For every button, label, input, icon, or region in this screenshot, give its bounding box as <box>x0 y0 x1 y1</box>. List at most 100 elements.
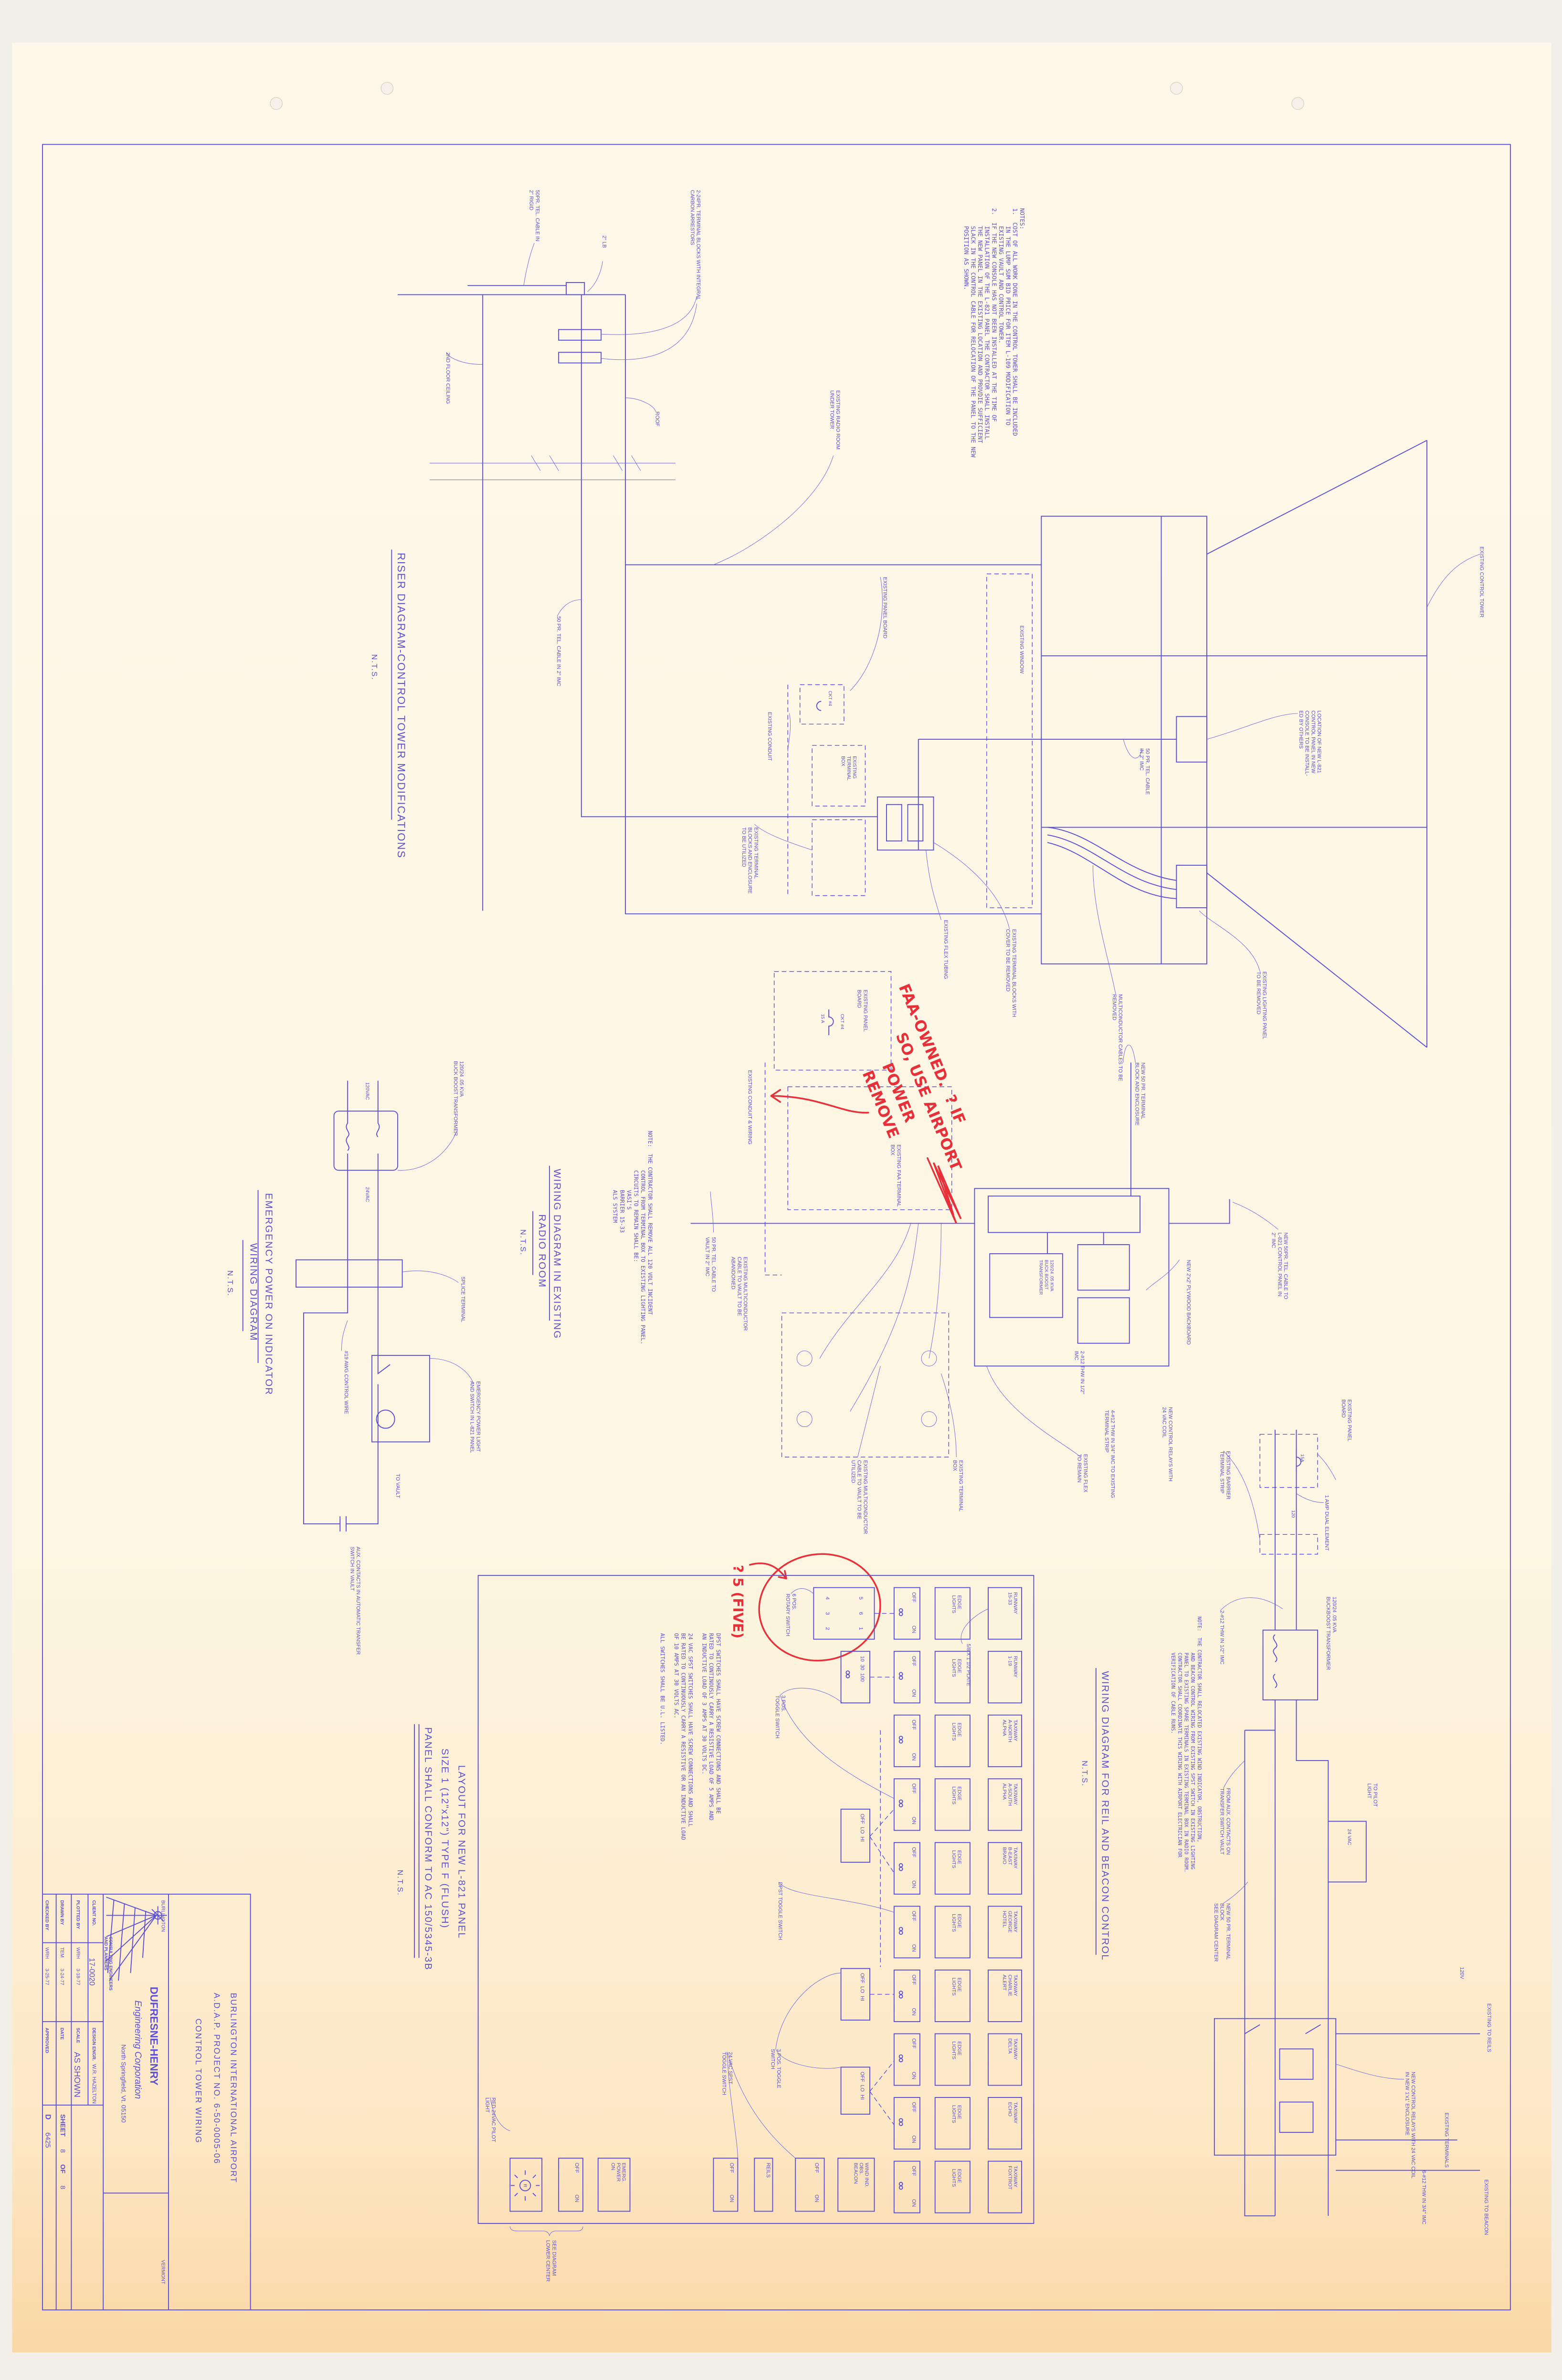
redline-arrow <box>770 1089 869 1114</box>
text-line: L-821 CONTROL PANEL IN <box>1277 1233 1282 1297</box>
label-control-tower: EXISTING CONTROL TOWER <box>1478 546 1484 618</box>
text-line: SWITCH IN VAULT <box>349 1547 355 1591</box>
switch-off-label: OFF <box>911 1783 917 1794</box>
text-line: RUNWAY <box>1013 1656 1018 1678</box>
text-line: IN NEW 1'x1' ENCLOSURE <box>1404 2072 1410 2136</box>
new-backboard <box>974 1188 1170 1367</box>
general-notes: NOTES:1. COST OF ALL WORK DONE IN THE CO… <box>963 208 1026 458</box>
text-line: EDGE <box>956 2041 961 2055</box>
plotted-by-label: PLOTTED BY <box>75 1900 81 1929</box>
text-line: CHARLIE <box>1007 1974 1013 1996</box>
emerg-power-switch[interactable]: OFF ON <box>558 2158 583 2212</box>
text-line: PANEL TO EXISTING SPARE TERMINALS IN EXI… <box>1183 1616 1189 1873</box>
state: VERMONT <box>160 2260 166 2284</box>
radio-room-subtitle: RADIO ROOM <box>537 1214 548 1288</box>
reils-label-plate: REILS <box>754 2158 773 2212</box>
area-label-plate: TAXIWAYECHO <box>988 2097 1022 2150</box>
edge-lights-label: EDGELIGHTS <box>951 1659 961 1677</box>
area-label-plate: RUNWAY1-19 <box>988 1651 1022 1704</box>
reils-switch[interactable]: OFF ON <box>713 2158 739 2212</box>
text-line: EDGE <box>956 2105 961 2119</box>
edge-lights-label: EDGELIGHTS <box>951 2169 961 2187</box>
firm-logo <box>106 1897 167 1981</box>
olh-switch[interactable]: OFF LO HI <box>840 1808 870 1863</box>
text-line: LIGHTS <box>951 1723 956 1741</box>
text-line: DPST SWITCHES SHALL HAVE SCREW CONNECTIO… <box>715 1633 722 1814</box>
rotary-position: 5 <box>858 1597 864 1600</box>
scale-label: SCALE <box>75 2028 81 2043</box>
text-line: NEW 50PR. TEL. CABLE TO <box>1283 1233 1288 1300</box>
panel-notes: DPST SWITCHES SHALL HAVE SCREW CONNECTIO… <box>659 1633 722 1840</box>
firm-tagline: CONSULTING ENGINEERSAND PLANNERS <box>104 1937 113 1991</box>
area-label: TAXIWAYECHO <box>1007 2102 1018 2124</box>
text-line: AUX. CONTACTS IN AUTOMATIC TRANSFER <box>355 1547 361 1655</box>
switch-on-label: ON <box>911 1880 917 1888</box>
switch-off-label: OFF <box>814 2163 820 2173</box>
olh-switch[interactable]: OFF LO HI <box>840 2066 870 2115</box>
edge-lights-plate: EDGELIGHTS <box>934 1651 971 1704</box>
wind-obs-beacon-switch[interactable]: OFF ON <box>795 2158 825 2212</box>
label-lb: 2" LB <box>601 235 607 248</box>
text-line: TERMINAL STRIP <box>1104 1410 1109 1453</box>
buck-boost-transformer <box>989 1253 1063 1318</box>
text-line: 2" RIGID <box>528 190 534 210</box>
label-wire-2-12: 2-#12 THW IN 1/2"IMC <box>1073 1351 1085 1394</box>
label-secondary: 24VAC <box>364 1187 369 1202</box>
label-voltage: 120 <box>1290 1510 1296 1518</box>
drawing-number: 6425 <box>43 2132 51 2148</box>
radio-room-diagram: WIRING DIAGRAM IN EXISTING RADIO ROOM N.… <box>519 971 1288 1534</box>
riser-scale: N.T.S. <box>370 654 378 681</box>
text-line: EXISTING FLEX <box>1082 1454 1088 1492</box>
label-multicond-abandoned: EXISTING MULTICONDUCTORCABLE TO VAULT TO… <box>730 1257 748 1331</box>
sheet-label: SHEET <box>59 2114 67 2137</box>
edge-lights-plate: EDGELIGHTS <box>934 1969 971 2022</box>
reil-beacon-diagram: WIRING DIAGRAM FOR REIL AND BEACON CONTR… <box>1080 1399 1492 2235</box>
text-line: BLOCK <box>1219 1903 1225 1921</box>
olh-positions: OFF LO HI <box>859 1814 865 1842</box>
area-label-plate: TAXIWAYA-SOUTHALPHA <box>988 1778 1022 1831</box>
text-line: BARRIER 15-33 <box>619 1131 625 1233</box>
text-line: TERMINAL STRIP <box>1219 1451 1225 1493</box>
text-line: TO PILOT <box>1372 1783 1378 1807</box>
step-switch-10-30-100[interactable]: 10 30 100 <box>840 1651 870 1704</box>
checked-date: 3-25-77 <box>44 1969 49 1985</box>
edge-lights-plate: EDGELIGHTS <box>934 2160 971 2213</box>
text-line: 6 POS. <box>791 1594 797 1610</box>
reil-scale: N.T.S. <box>1080 1761 1088 1787</box>
date-label: DATE <box>59 2028 64 2040</box>
text-line: BOX <box>840 756 845 766</box>
riser-title: RISER DIAGRAM-CONTROL TOWER MODIFICATION… <box>395 553 407 859</box>
text-line: LOWER CENTER <box>545 2240 551 2282</box>
switch-on-label: ON <box>911 2199 917 2207</box>
label-ckt: CKT #4 <box>840 1014 845 1030</box>
text-line: NEW CONTROL RELAYS WITH 24 VAC COIL <box>1410 2072 1416 2179</box>
text-line: LIGHT <box>1366 1783 1372 1799</box>
text-line: EDGE <box>956 1595 961 1610</box>
redline-circle <box>758 1553 881 1662</box>
label-faa-box: EXISTING FAA TERMINALBOX <box>890 1144 902 1207</box>
area-label: TAXIWAYB-EASTBRAVO <box>1002 1847 1018 1868</box>
text-line: EMERGENCY POWER LIGHT <box>475 1381 481 1452</box>
text-line: CIRCUITS TO REMAIN SHALL BE: <box>633 1131 640 1262</box>
label-existing-panel-board: EXISTING PANEL BOARD <box>882 577 888 639</box>
checked-by: WRH <box>44 1947 49 1959</box>
text-line: BRAVO <box>1002 1847 1007 1864</box>
toggle-icon <box>898 1927 903 1935</box>
checked-by-label: CHECKED BY <box>44 1900 49 1931</box>
text-line: TOGGLE SWITCH <box>721 2052 727 2095</box>
text-line: CONTROL FROM TERMINAL BOX TO EXISTING LI… <box>640 1131 646 1344</box>
switch-off-label: OFF <box>911 1656 917 1667</box>
text-line: MULTICONDUCTOR CABLES TO BE <box>1118 994 1123 1081</box>
label-aux: FROM AUX. CONTACTS ONTRANSFER SWITCH VAU… <box>1219 1788 1231 1855</box>
